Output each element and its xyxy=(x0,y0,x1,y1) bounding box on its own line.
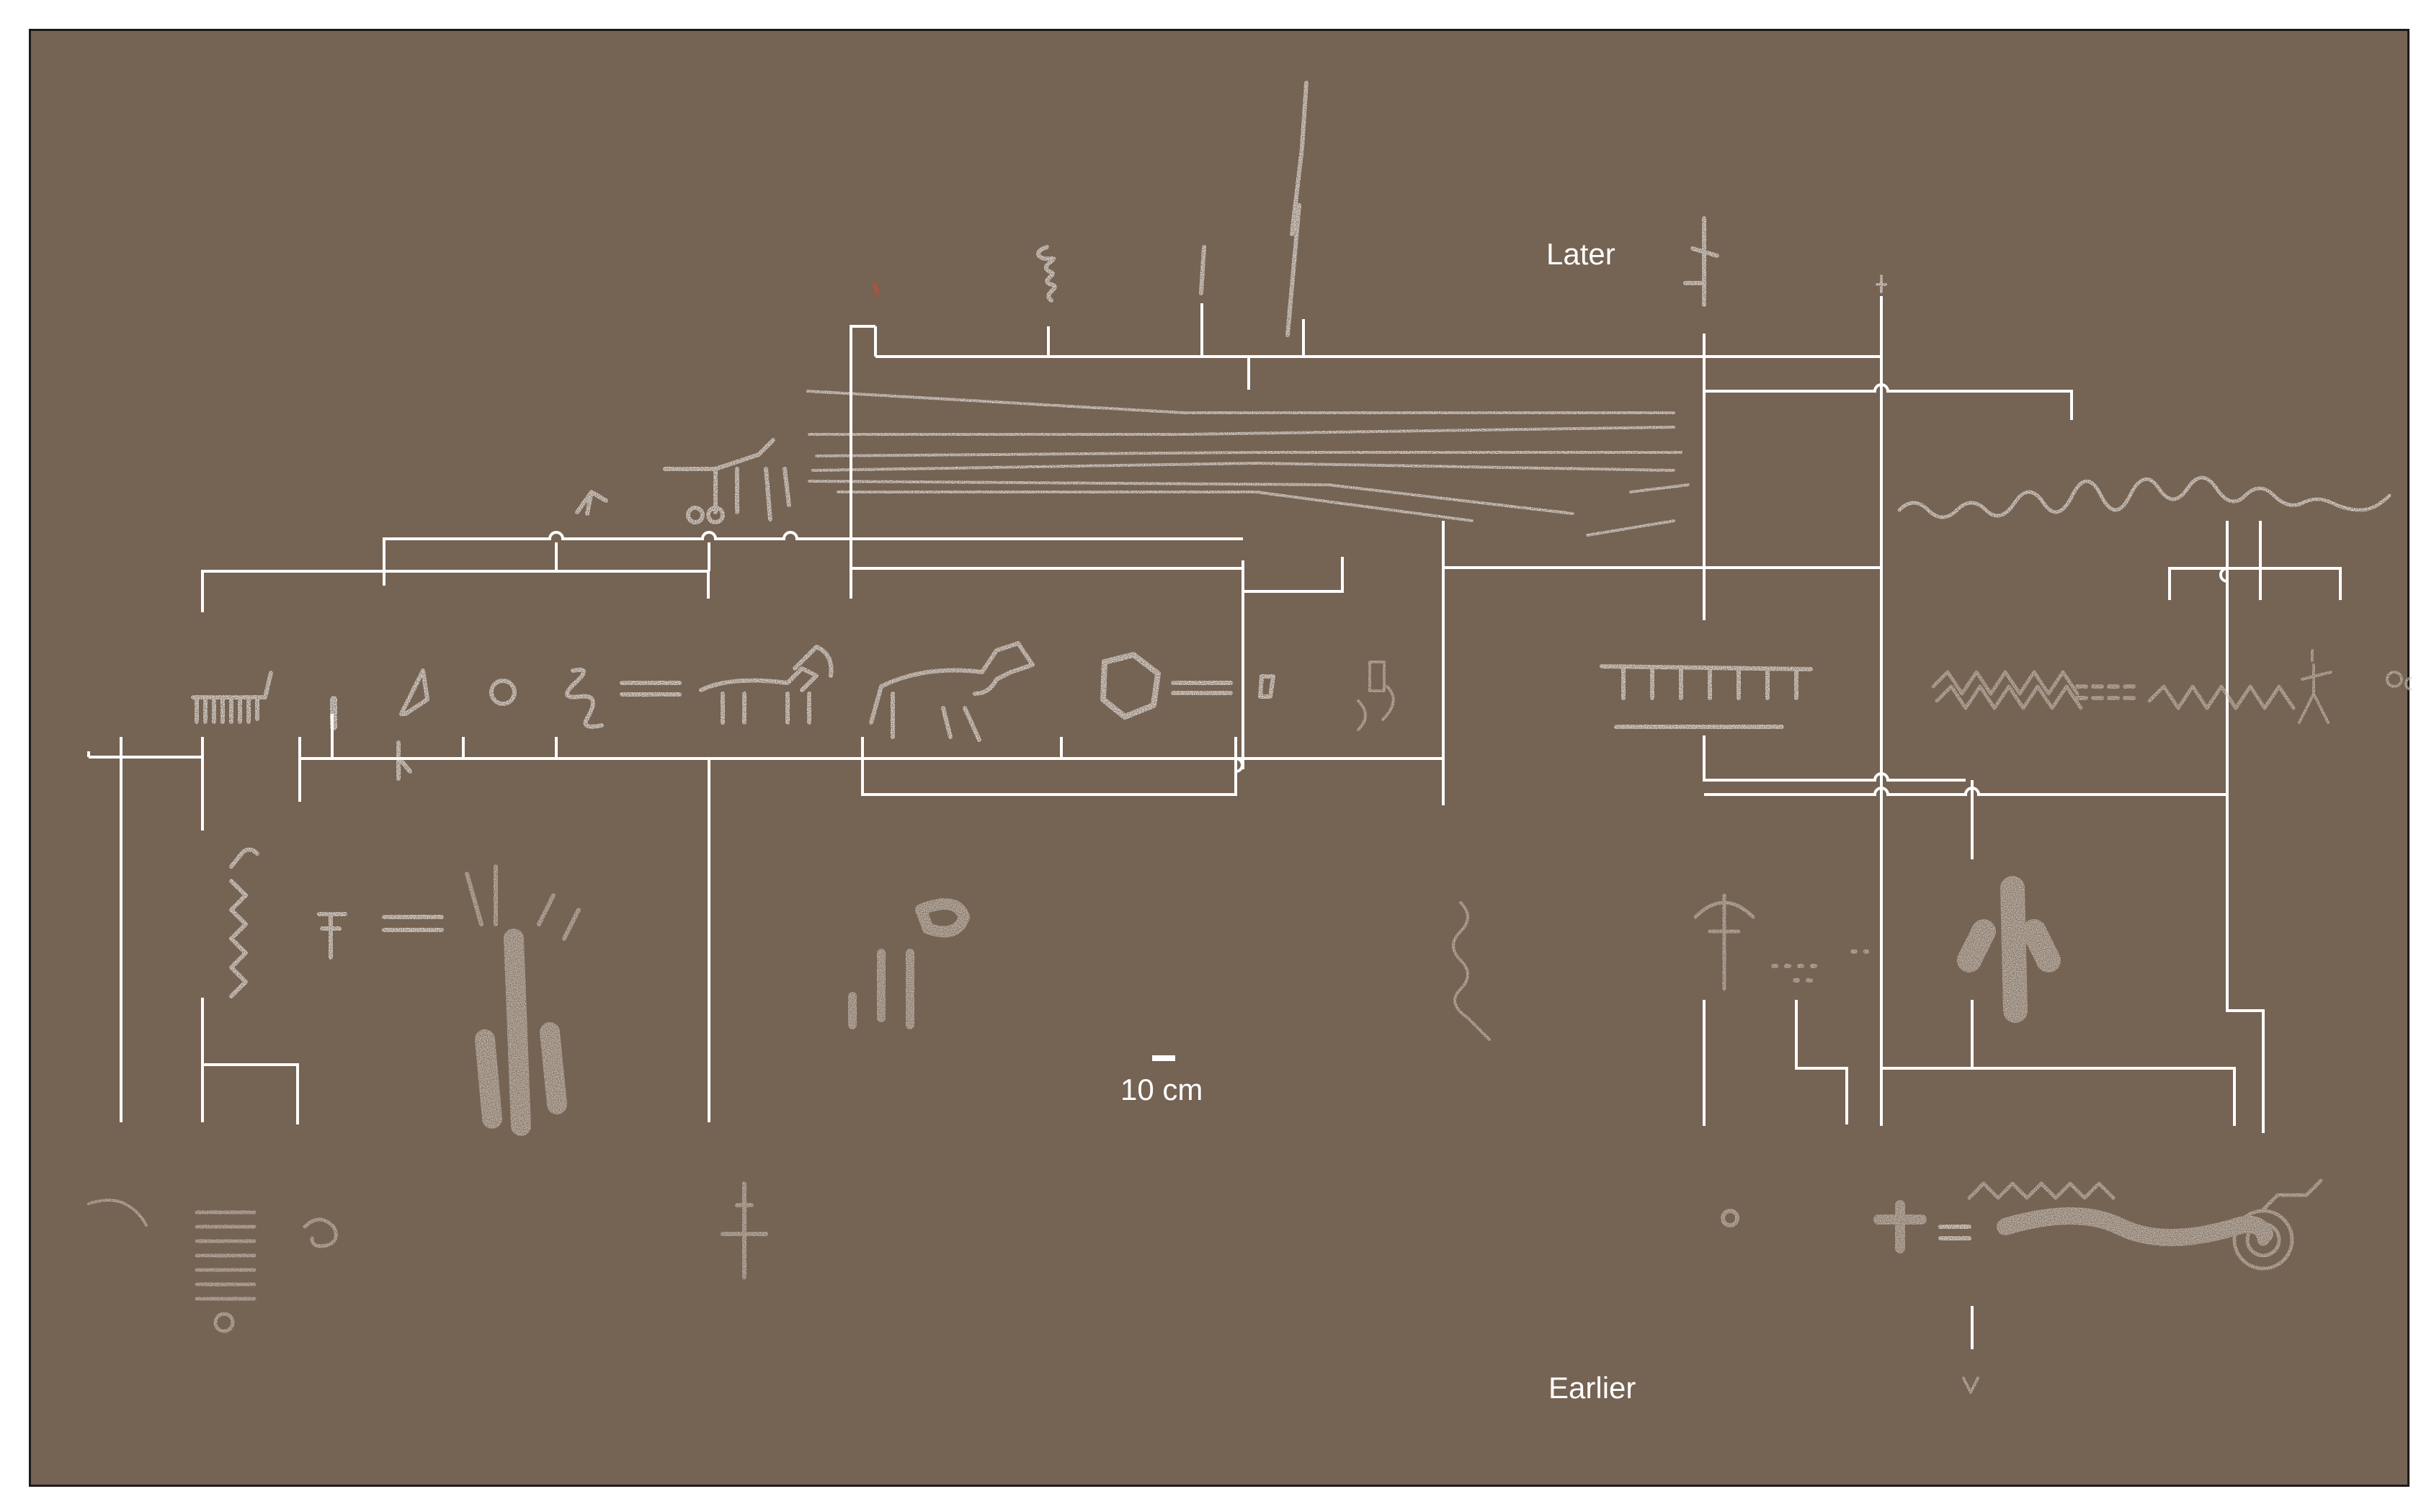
connector xyxy=(1881,1067,2236,1126)
motif-faint-mark-bottom xyxy=(1962,1377,1979,1394)
connector xyxy=(383,531,1243,586)
connector xyxy=(300,757,1443,774)
connector xyxy=(87,751,122,1122)
connector xyxy=(1795,1000,1848,1124)
connector xyxy=(201,570,710,612)
motif-equals-sign xyxy=(1171,681,1233,695)
motif-zigzag-right xyxy=(2147,684,2296,710)
motif-comb xyxy=(191,671,273,724)
motif-small-circles xyxy=(2386,671,2412,691)
motif-ibex xyxy=(699,645,834,725)
motif-anthropomorph-outline xyxy=(317,912,347,959)
motif-dots xyxy=(1771,949,1869,983)
connector xyxy=(1704,787,2227,796)
connector xyxy=(2226,521,2262,600)
motif-vertical-wavy xyxy=(1452,901,1491,1041)
motif-bent-line xyxy=(87,1199,148,1227)
connector xyxy=(1703,735,1966,782)
motif-small-red xyxy=(873,282,879,295)
connector xyxy=(1704,383,2073,420)
motif-quadruped-upper xyxy=(663,438,791,524)
motif-quadruped-large xyxy=(869,641,1035,742)
motif-horizontal-band xyxy=(806,390,1690,537)
motif-equals-sign xyxy=(620,681,682,697)
motif-zigzag-left xyxy=(1931,670,2083,710)
motif-umbrella-figure xyxy=(1693,893,1755,991)
connector xyxy=(555,542,710,571)
motif-spiral-line xyxy=(1036,245,1057,303)
motif-small-dot xyxy=(1721,1209,1739,1227)
connector xyxy=(850,325,1344,593)
motif-small-head xyxy=(1258,674,1275,699)
connector xyxy=(2168,567,2342,600)
connector xyxy=(201,737,301,802)
motifs xyxy=(87,81,2412,1394)
motif-boulder xyxy=(1100,652,1161,720)
motif-ladder xyxy=(195,1210,257,1333)
motif-large-spiral xyxy=(2232,1178,2323,1271)
motif-squiggle xyxy=(565,668,604,729)
scale-label: 10 cm xyxy=(1120,1073,1203,1106)
motif-tiny-mark xyxy=(1876,274,1887,293)
motif-figure-small xyxy=(396,741,412,781)
motif-vertical-zigzag xyxy=(229,847,259,998)
motif-wavy-line xyxy=(1897,475,2391,519)
connector xyxy=(331,714,558,759)
connector xyxy=(2226,581,2265,1133)
motif-small-spiral xyxy=(303,1217,338,1248)
connector-lines xyxy=(87,296,2342,1349)
harris-matrix-panel: Later Earlier 10 cm xyxy=(29,29,2412,1487)
connector xyxy=(861,737,1237,796)
motif-equals-sign xyxy=(382,915,444,932)
motif-long-zigzag xyxy=(1967,1181,2273,1246)
motif-dotted-line xyxy=(2075,684,2137,700)
motif-goat-figure xyxy=(848,898,970,1029)
connector xyxy=(1442,521,1881,569)
connector xyxy=(1047,303,1305,357)
motif-staff-figure xyxy=(1683,216,1719,307)
motif-circle xyxy=(489,679,517,706)
later-label: Later xyxy=(1546,237,1615,271)
connector xyxy=(201,998,299,1124)
motif-pillar-figure xyxy=(1957,876,2061,1023)
superimposition-diagram xyxy=(87,81,2412,1394)
connector xyxy=(1703,296,1883,424)
motif-anthropomorph-large xyxy=(465,864,581,1136)
motif-short-line xyxy=(1199,245,1206,295)
connector xyxy=(89,756,204,831)
motif-long-line xyxy=(1285,81,1309,337)
motif-cross-figure xyxy=(721,1181,768,1279)
earlier-label: Earlier xyxy=(1548,1371,1636,1405)
motif-equals-sign xyxy=(1938,1225,1971,1240)
motif-centipede xyxy=(1600,664,1813,729)
motif-hook xyxy=(399,668,429,716)
motif-faint-figure xyxy=(1357,661,1395,731)
motif-anthropomorph-small xyxy=(2298,649,2332,724)
motif-cross-small xyxy=(1873,1200,1927,1253)
motif-bird xyxy=(575,490,608,516)
